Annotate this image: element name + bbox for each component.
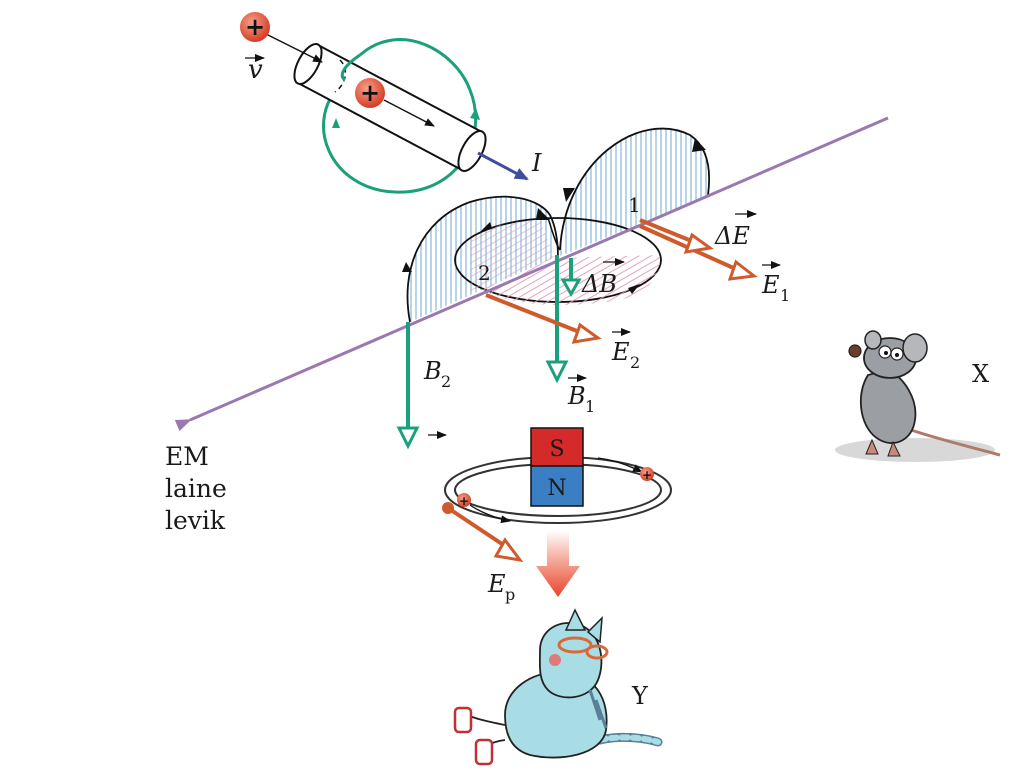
b1-label: B 1 [567, 374, 595, 416]
svg-text:2: 2 [630, 353, 640, 372]
lobe-right [560, 128, 710, 256]
force-down-arrow [536, 530, 580, 597]
wire-cylinder [293, 43, 487, 172]
point-2-label: 2 [478, 261, 491, 285]
svg-text:EM: EM [165, 442, 209, 471]
b1-vector [545, 255, 569, 384]
svg-text:N: N [547, 476, 566, 501]
b2-vector [396, 322, 420, 450]
svg-text:S: S [549, 437, 564, 462]
svg-text:ΔE: ΔE [714, 222, 750, 250]
current-label: I [531, 149, 542, 177]
svg-text:1: 1 [780, 286, 790, 305]
magnet-south-pole [530, 427, 584, 467]
ring-charge-left: + [457, 493, 471, 508]
cat-observer-y-illustration [453, 608, 663, 766]
svg-text:ΔB: ΔB [581, 270, 617, 298]
ep-vector [442, 502, 524, 563]
ep-label: E p [487, 570, 515, 604]
magnetic-field-loop [322, 38, 478, 194]
e2-label: E 2 [611, 328, 640, 372]
svg-text:+: + [642, 468, 652, 482]
svg-text:2: 2 [441, 372, 451, 391]
delta-b-vector [560, 258, 582, 298]
velocity-arrow [261, 31, 323, 63]
svg-text:p: p [505, 585, 515, 604]
svg-text:levik: levik [165, 506, 226, 535]
em-wave-direction-line [174, 116, 889, 432]
svg-text:B: B [567, 382, 586, 410]
svg-text:1: 1 [585, 397, 595, 416]
svg-text:v: v [248, 55, 263, 85]
svg-text:E: E [487, 570, 506, 598]
charge-outer: + [240, 12, 270, 42]
svg-text:+: + [459, 494, 469, 508]
delta-e-label: ΔE [714, 210, 757, 250]
delta-e-vector [639, 218, 714, 254]
current-wire-group [261, 31, 529, 194]
ring-charge-right: + [640, 467, 654, 482]
loop-arrow-up [470, 108, 480, 120]
b2-label: B 2 [423, 357, 451, 391]
delta-b-label: ΔB [581, 258, 625, 298]
observer-y-label: Y [631, 682, 649, 710]
inner-velocity-arrow [383, 99, 435, 127]
magnet-north-pole [530, 465, 584, 507]
bar-magnet: S N [530, 427, 584, 507]
e2-vector [485, 293, 602, 344]
svg-text:B: B [423, 357, 442, 385]
em-wave-label: EM laine levik [165, 442, 227, 535]
svg-text:laine: laine [165, 474, 227, 503]
svg-text:+: + [360, 78, 380, 107]
current-arrow [477, 151, 529, 181]
velocity-label: v [245, 54, 265, 85]
e1-label: E 1 [761, 261, 790, 305]
observer-x-label: X [972, 360, 989, 388]
svg-text:E: E [761, 271, 780, 299]
point-1-label: 1 [628, 193, 641, 217]
charge-inner: + [355, 78, 385, 108]
rat-observer-x-illustration [835, 330, 1001, 462]
ring-current-arrow-right [597, 457, 643, 473]
ring-current-arrow-left [469, 504, 511, 524]
loop-arrow-down [332, 118, 340, 128]
svg-text:E: E [611, 338, 630, 366]
svg-text:+: + [245, 12, 265, 41]
